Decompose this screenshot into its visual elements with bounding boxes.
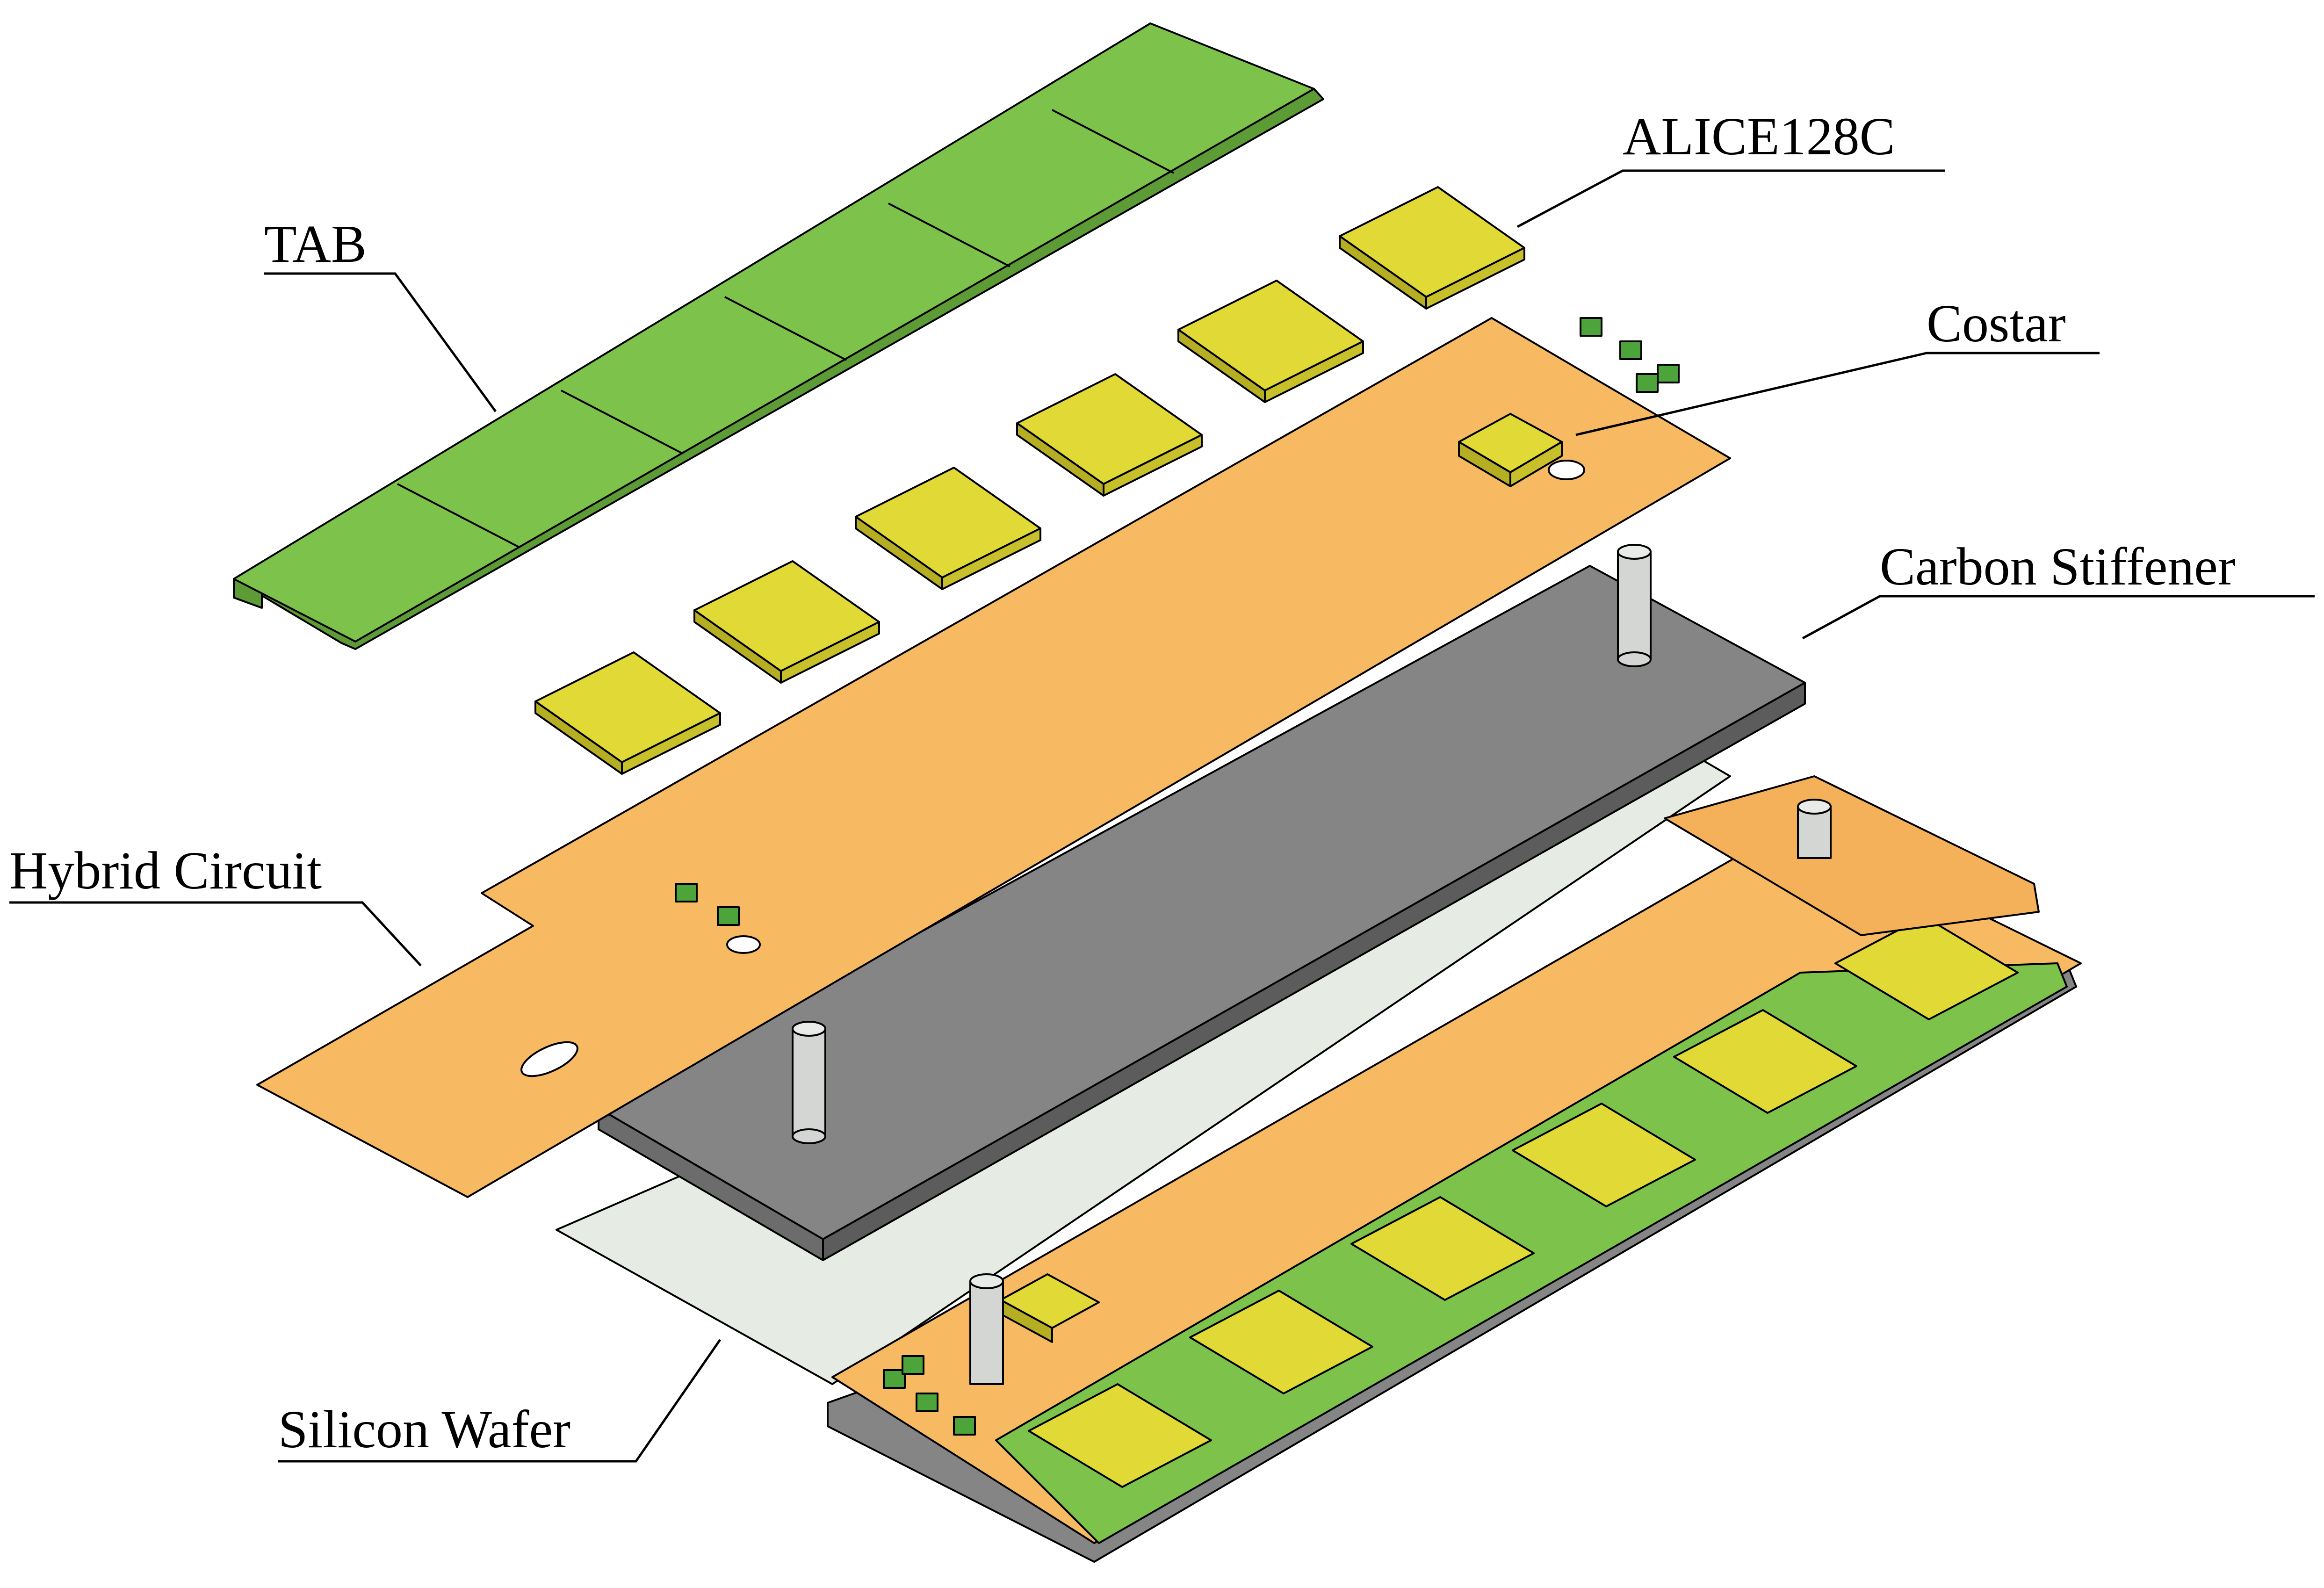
alice-chip [1339,186,1525,310]
smd-component [717,906,740,926]
alice-chip [1016,373,1203,497]
alice-chip [534,651,721,775]
spacer-post [969,1273,1004,1385]
label-tab-text: TAB [264,214,367,274]
alice-chip-row [534,186,1525,775]
label-costar: Costar [1575,294,2100,436]
smd-component [1657,364,1680,383]
label-wafer: Silicon Wafer [278,1339,722,1463]
smd-component [916,1393,938,1412]
smd-component [953,1416,976,1436]
smd-component [883,1369,906,1389]
label-stiffener-text: Carbon Stiffener [1880,537,2236,596]
alice-chip [1673,1009,1857,1114]
label-hybrid-text: Hybrid Circuit [9,841,322,900]
label-alice: ALICE128C [1516,107,1945,228]
tab-strip [233,22,1324,650]
costar-chip [1458,413,1563,487]
smd-component [1580,317,1602,337]
alice-chip [1177,280,1364,403]
label-hybrid: Hybrid Circuit [9,841,422,967]
spacer-post [792,1021,826,1144]
hybrid-circuit [256,317,1731,1198]
smd-component [1636,373,1659,393]
alice-chip [1834,916,2019,1020]
carbon-stiffener [598,544,1806,1261]
alice-chip [1350,1196,1535,1301]
smd-component [1619,340,1642,360]
label-wafer-text: Silicon Wafer [278,1400,570,1459]
alice-chip [1028,1383,1212,1488]
alice-chip [693,560,880,684]
alice-chip [855,467,1041,590]
smd-component [675,883,698,902]
assembled-module [827,775,2082,1563]
alice-chip [1189,1290,1373,1394]
label-costar-text: Costar [1927,294,2066,353]
spacer-post [1617,544,1652,667]
smd-component [902,1355,924,1375]
label-tab: TAB [264,214,497,412]
alice-chip [1512,1103,1696,1207]
label-stiffener: Carbon Stiffener [1802,537,2315,640]
spacer-post [1797,799,1832,859]
costar-chip [1000,1273,1100,1343]
label-alice-text: ALICE128C [1623,107,1895,166]
